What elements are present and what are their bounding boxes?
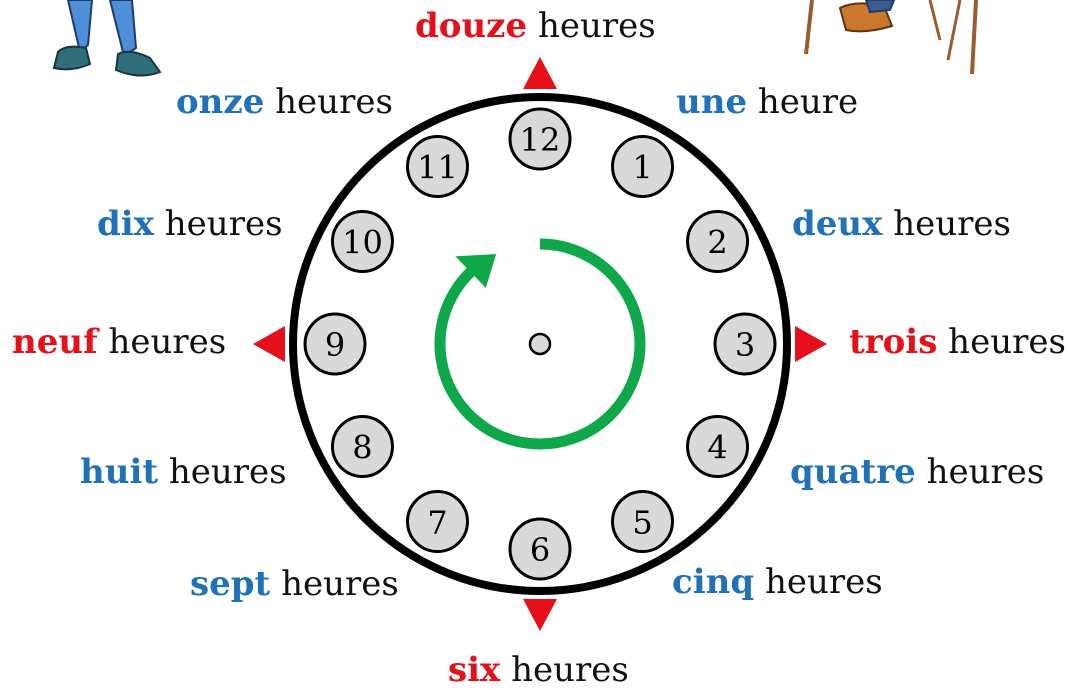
hour-label-9: neuf heures — [12, 322, 226, 362]
hour-suffix: heures — [169, 452, 287, 492]
marker-6-triangle — [523, 599, 557, 631]
hour-word: huit — [80, 452, 158, 492]
hour-suffix: heures — [765, 562, 883, 602]
hour-number-text: 8 — [352, 429, 372, 467]
hour-word: une — [676, 82, 747, 122]
hour-number-text: 4 — [707, 429, 727, 467]
hour-word: onze — [176, 82, 264, 122]
hour-suffix: heures — [511, 650, 629, 690]
hour-suffix: heures — [109, 322, 227, 362]
hour-word: cinq — [672, 562, 754, 602]
hour-label-8: huit heures — [80, 452, 287, 492]
hour-word: dix — [97, 204, 154, 244]
hour-number-text: 11 — [417, 148, 458, 186]
hour-label-4: quatre heures — [790, 452, 1044, 492]
walking-person-illustration — [54, 0, 160, 76]
hour-word: douze — [415, 6, 527, 46]
hour-word: deux — [792, 204, 882, 244]
hour-number-text: 2 — [707, 224, 727, 262]
hour-label-1: une heure — [676, 82, 858, 122]
hour-suffix: heures — [948, 322, 1066, 362]
hour-label-2: deux heures — [792, 204, 1011, 244]
hour-word: quatre — [790, 452, 916, 492]
hour-suffix: heures — [538, 6, 656, 46]
hour-suffix: heures — [893, 204, 1011, 244]
hour-word: six — [448, 650, 500, 690]
hour-label-3: trois heures — [849, 322, 1066, 362]
hour-number-text: 1 — [632, 148, 652, 186]
hour-number-text: 12 — [520, 121, 561, 159]
hour-label-7: sept heures — [190, 564, 399, 604]
hour-label-6: six heures — [448, 650, 629, 690]
marker-3-triangle — [795, 326, 827, 362]
hour-suffix: heure — [758, 82, 858, 122]
hour-label-12: douze heures — [415, 6, 656, 46]
hour-word: trois — [849, 322, 937, 362]
hour-suffix: heures — [275, 82, 393, 122]
hour-word: neuf — [12, 322, 98, 362]
hour-number-text: 6 — [530, 531, 550, 569]
hour-word: sept — [190, 564, 270, 604]
hour-label-5: cinq heures — [672, 562, 883, 602]
hour-label-10: dix heures — [97, 204, 283, 244]
marker-12-triangle — [523, 57, 557, 89]
hour-number-text: 10 — [342, 224, 383, 262]
hour-label-11: onze heures — [176, 82, 393, 122]
hour-number-text: 5 — [632, 504, 652, 542]
seated-person-illustration — [806, 0, 976, 74]
marker-9-triangle — [253, 326, 285, 362]
center-pin — [530, 334, 550, 354]
hour-number-text: 7 — [427, 504, 447, 542]
hour-number-text: 9 — [325, 326, 345, 364]
hour-suffix: heures — [281, 564, 399, 604]
hour-number-text: 3 — [735, 326, 755, 364]
hour-suffix: heures — [927, 452, 1045, 492]
hour-suffix: heures — [165, 204, 283, 244]
